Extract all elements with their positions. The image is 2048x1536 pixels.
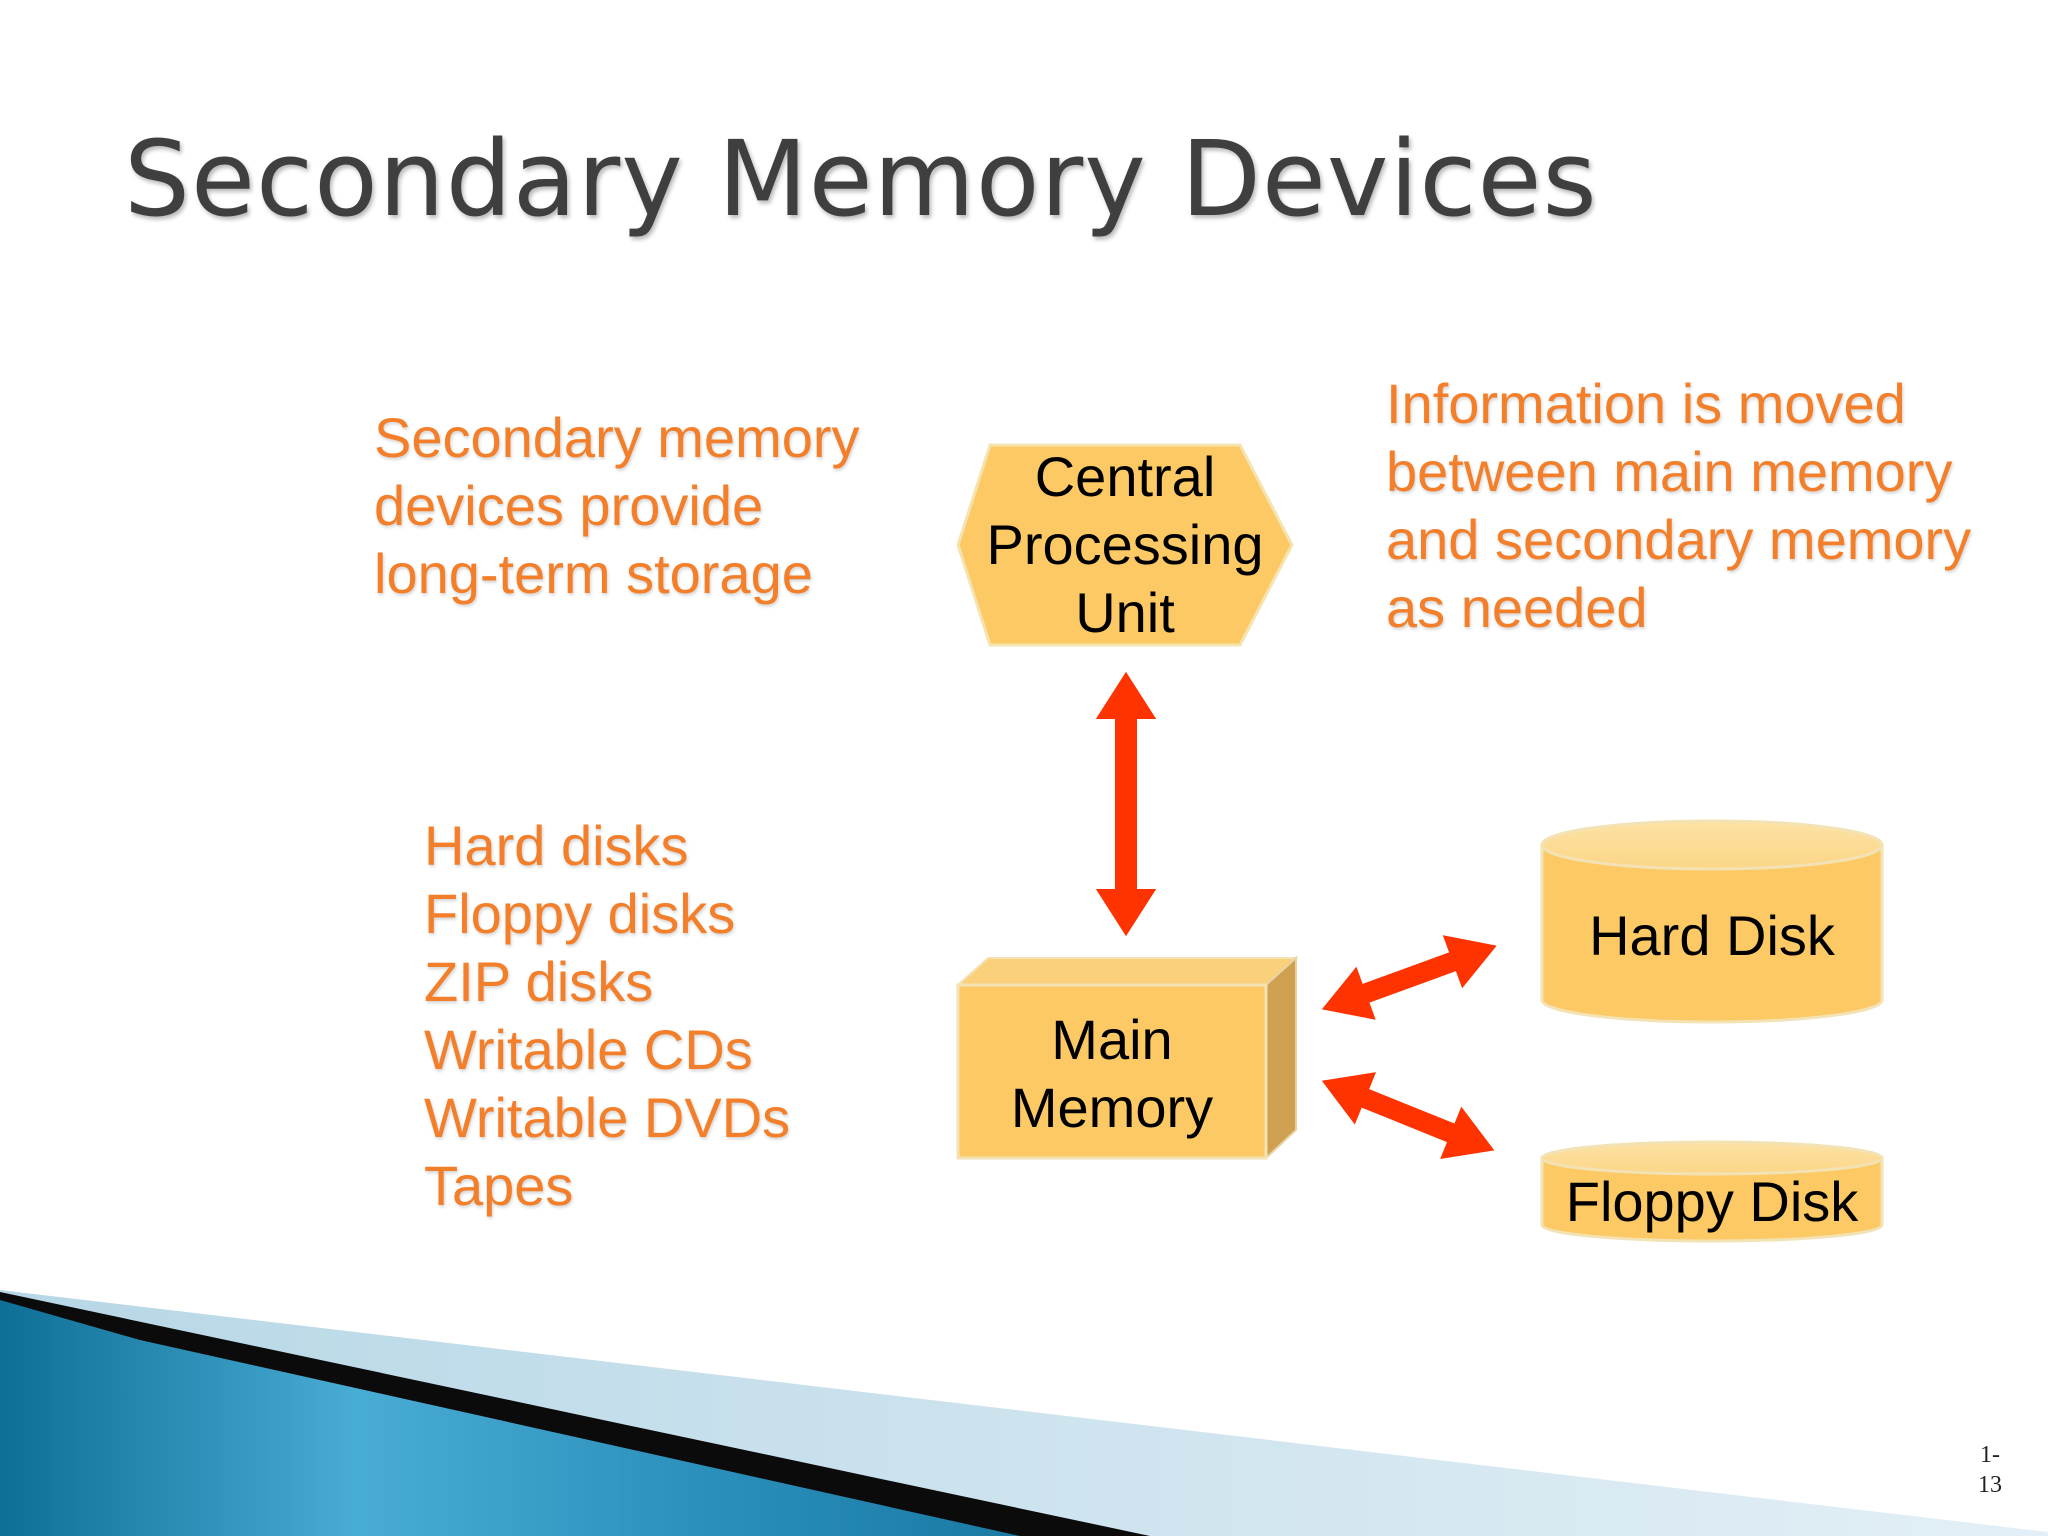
- secondary-memory-description: Secondary memory devices provide long-te…: [374, 406, 860, 605]
- list-item: Floppy disks: [424, 882, 736, 945]
- page-number: 1- 13: [1978, 1442, 2002, 1498]
- cpu-hexagon: [956, 443, 1294, 647]
- main-memory-label: Main Memory: [1010, 1008, 1214, 1139]
- arrow-main-memory-to-floppy-disk: [1318, 1069, 1498, 1162]
- main-memory-box: [955, 955, 1299, 1161]
- arrow-main-memory-to-hard-disk: [1318, 932, 1501, 1023]
- floppy-disk-label: Floppy Disk: [1565, 1170, 1859, 1233]
- decorative-swoosh: [0, 1290, 2048, 1536]
- cpu-label: Central Processing Unit: [986, 445, 1264, 644]
- list-item: Hard disks: [424, 814, 689, 877]
- slide-title: Secondary Memory Devices: [124, 118, 1598, 240]
- storage-types-list: Hard disks Floppy disks ZIP disks Writab…: [424, 812, 790, 1220]
- hard-disk-cylinder: [1540, 819, 1884, 1024]
- arrow-cpu-to-main-memory: [1092, 668, 1160, 940]
- list-item: Writable CDs: [424, 1018, 753, 1081]
- floppy-disk-cylinder: [1540, 1140, 1884, 1243]
- list-item: ZIP disks: [424, 950, 654, 1013]
- information-flow-description: Information is moved between main memory…: [1386, 372, 1972, 639]
- list-item: Writable DVDs: [424, 1086, 791, 1149]
- list-item: Tapes: [424, 1154, 574, 1217]
- hard-disk-label: Hard Disk: [1589, 904, 1835, 967]
